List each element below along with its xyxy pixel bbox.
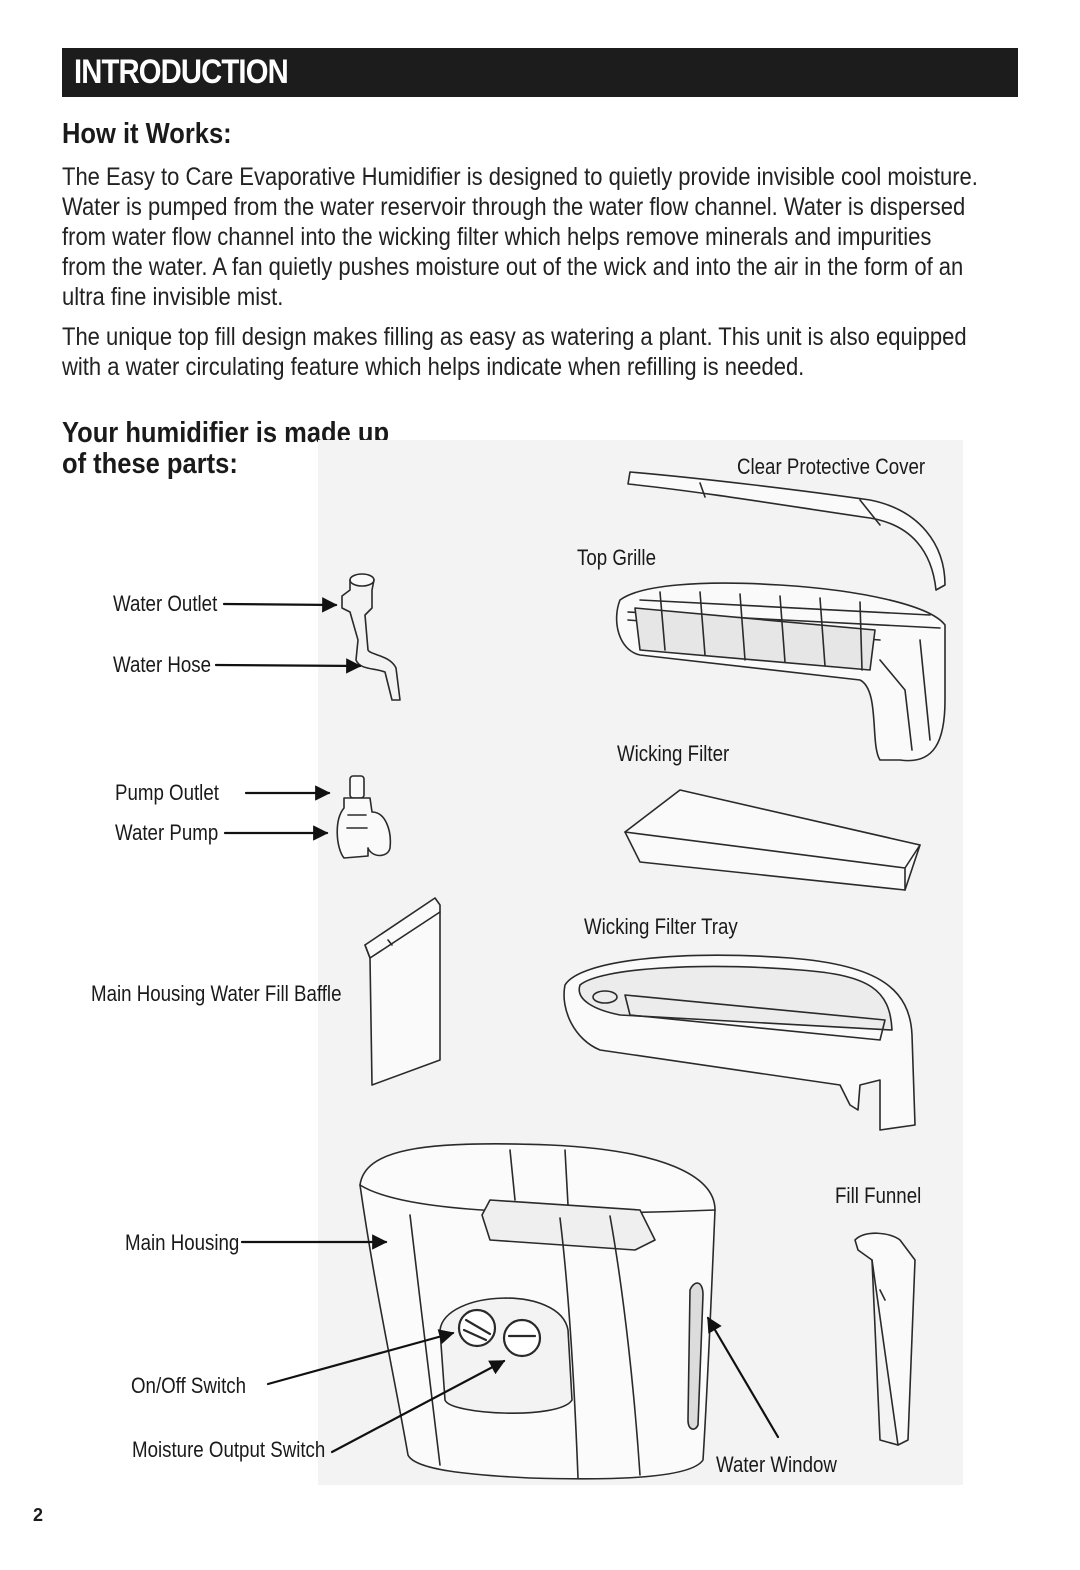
label-water-pump: Water Pump <box>115 820 219 845</box>
moisture-output-switch-arrow <box>330 1359 506 1454</box>
label-moisture-output-switch: Moisture Output Switch <box>132 1437 326 1462</box>
water-fill-baffle-illustration <box>364 897 441 1086</box>
water-hose-illustration <box>341 573 401 701</box>
main-housing-illustration <box>359 1143 716 1480</box>
paragraph-line: Water is pumped from the water reservoir… <box>62 193 966 221</box>
water-pump-illustration <box>336 775 392 859</box>
paragraph-line: ultra fine invisible mist. <box>62 283 284 311</box>
water-window-arrow <box>706 1316 780 1439</box>
page-number: 2 <box>33 1505 44 1525</box>
wicking-filter-tray-illustration <box>563 954 916 1131</box>
label-water-hose: Water Hose <box>113 652 212 677</box>
section-title: INTRODUCTION <box>74 53 289 91</box>
paragraph-line: with a water circulating feature which h… <box>62 353 805 381</box>
label-fill-funnel: Fill Funnel <box>835 1183 922 1208</box>
paragraph-line: The Easy to Care Evaporative Humidifier … <box>62 163 978 191</box>
water-hose-arrow <box>214 658 362 674</box>
top-grille-illustration <box>615 582 946 762</box>
label-water-window: Water Window <box>716 1452 837 1477</box>
how-it-works-paragraph-2: The unique top fill design makes filling… <box>62 322 1012 382</box>
on-off-switch-arrow <box>266 1329 455 1386</box>
wicking-filter-illustration <box>624 789 921 891</box>
label-wicking-filter-tray: Wicking Filter Tray <box>584 914 738 939</box>
how-it-works-heading: How it Works: <box>62 118 232 150</box>
label-water-outlet: Water Outlet <box>113 591 218 616</box>
label-top-grille: Top Grille <box>577 545 656 570</box>
how-it-works-paragraph-1: The Easy to Care Evaporative Humidifier … <box>62 162 1012 312</box>
water-outlet-arrow <box>222 597 338 613</box>
label-on-off-switch: On/Off Switch <box>131 1373 247 1398</box>
section-banner: INTRODUCTION <box>62 48 1018 97</box>
fill-funnel-illustration <box>854 1232 916 1446</box>
label-wicking-filter: Wicking Filter <box>617 741 730 766</box>
paragraph-line: from the water. A fan quietly pushes moi… <box>62 253 964 281</box>
label-main-housing: Main Housing <box>125 1230 240 1255</box>
label-pump-outlet: Pump Outlet <box>115 780 219 805</box>
paragraph-line: from water flow channel into the wicking… <box>62 223 932 251</box>
paragraph-line: The unique top fill design makes filling… <box>62 323 967 351</box>
parts-heading-line: of these parts: <box>62 448 238 480</box>
label-clear-protective-cover: Clear Protective Cover <box>737 454 926 479</box>
label-main-housing-water-fill-baffle: Main Housing Water Fill Baffle <box>91 981 342 1006</box>
clear-protective-cover-illustration <box>627 471 946 591</box>
